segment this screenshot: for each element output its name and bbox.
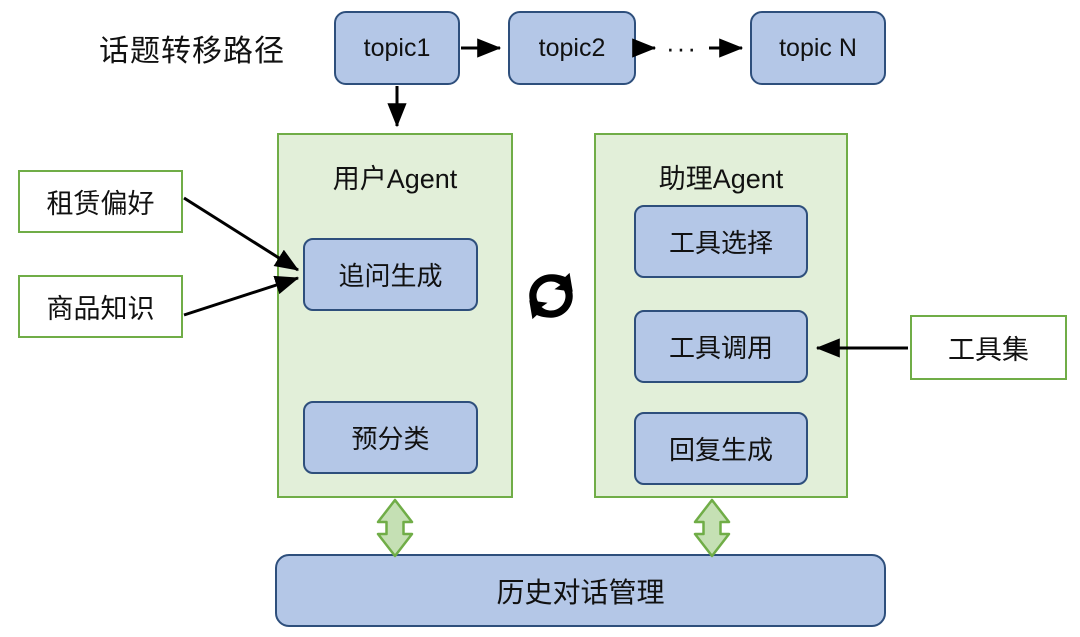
sync-icon [519,264,583,328]
assistant-agent-module-tool-selection[interactable]: 工具选择 [634,205,808,278]
double-arrow-vertical-assistant-history [693,498,731,558]
user-agent-module-pre-classification[interactable]: 预分类 [303,401,478,474]
topic-node-2[interactable]: topic2 [508,11,636,85]
double-arrow-vertical-user-history [376,498,414,558]
user-agent-module-followup-generation[interactable]: 追问生成 [303,238,478,311]
topic-chain-ellipsis: ··· [666,32,698,63]
knowledge-input-product-knowledge[interactable]: 商品知识 [18,275,183,338]
assistant-agent-title: 助理Agent [658,164,784,194]
knowledge-input-rental-preference[interactable]: 租赁偏好 [18,170,183,233]
history-dialogue-management-box[interactable]: 历史对话管理 [275,554,886,627]
assistant-agent-module-tool-invocation[interactable]: 工具调用 [634,310,808,383]
topic-node-n[interactable]: topic N [750,11,886,85]
page-title: 话题转移路径 [99,35,285,68]
assistant-agent-module-reply-generation[interactable]: 回复生成 [634,412,808,485]
topic-node-1[interactable]: topic1 [334,11,460,85]
user-agent-title: 用户Agent [332,164,458,194]
tool-set-box[interactable]: 工具集 [910,315,1067,380]
